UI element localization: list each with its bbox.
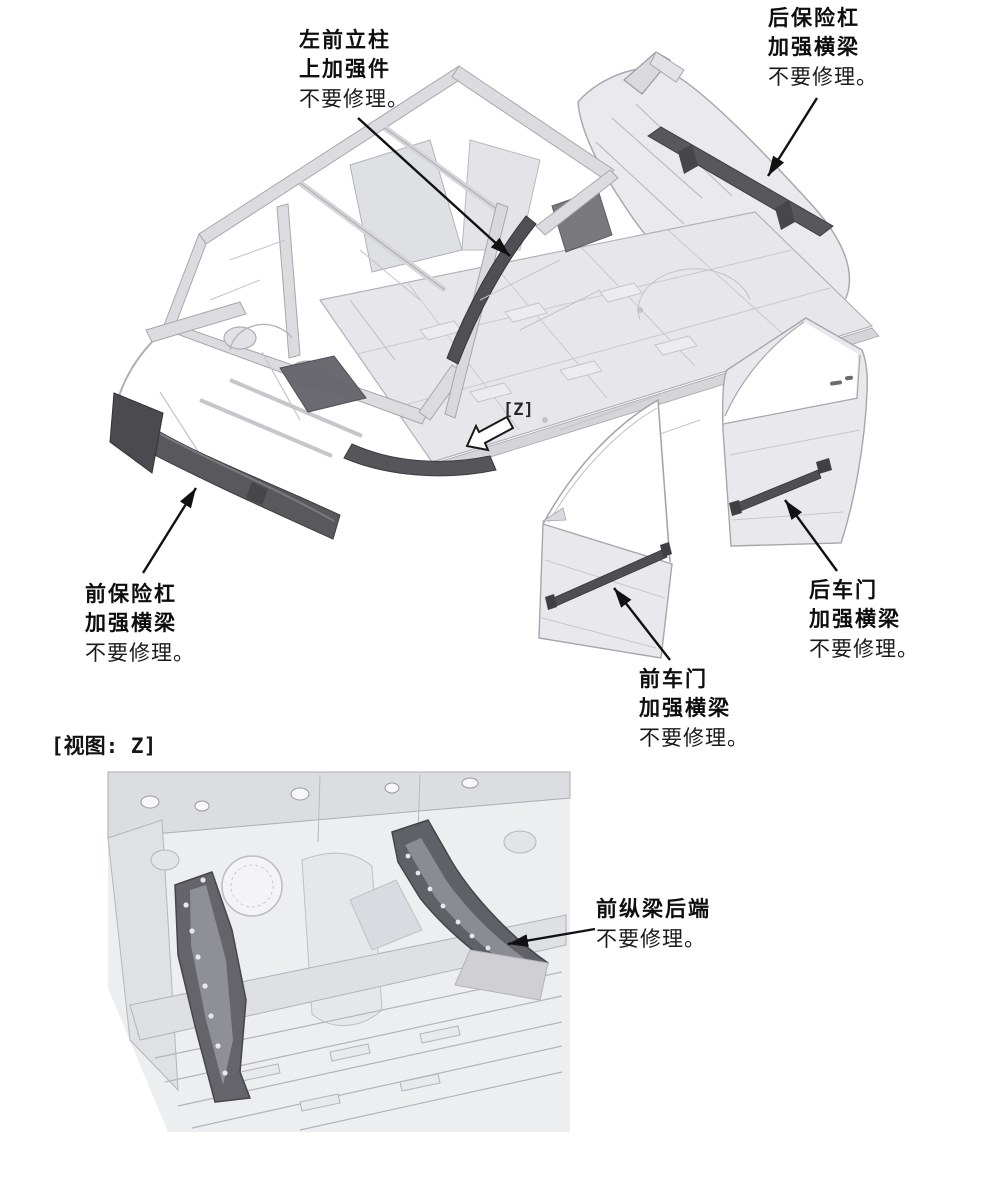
part-name-line: 左前立柱 bbox=[299, 29, 391, 52]
part-name-line: 后保险杠 bbox=[768, 7, 860, 30]
part-name-line: 后车门 bbox=[809, 579, 878, 602]
view-z-direction-arrow bbox=[465, 415, 515, 452]
callout-front-pillar-reinforcement: 左前立柱 上加强件 不要修理。 bbox=[299, 26, 409, 114]
part-name-line: 前纵梁后端 bbox=[596, 898, 711, 921]
arrow-front-pillar bbox=[357, 117, 511, 257]
front-door bbox=[538, 398, 673, 659]
z-marker-label: [Z] bbox=[503, 400, 534, 420]
front-side-member-left-highlight bbox=[174, 871, 252, 1103]
callout-front-side-member: 前纵梁后端 不要修理。 bbox=[596, 895, 711, 954]
view-z-illustration bbox=[107, 771, 571, 1132]
callout-front-door-beam: 前车门 加强横梁 不要修理。 bbox=[639, 665, 749, 753]
part-name-line: 加强横梁 bbox=[809, 608, 901, 631]
front-door-beam-highlight bbox=[545, 542, 672, 610]
part-name-line: 加强横梁 bbox=[639, 697, 731, 720]
do-not-repair-note: 不要修理。 bbox=[639, 726, 749, 750]
part-name-line: 加强横梁 bbox=[768, 36, 860, 59]
rear-bumper-beam-highlight bbox=[647, 126, 834, 237]
callout-rear-door-beam: 后车门 加强横梁 不要修理。 bbox=[809, 576, 919, 664]
callout-arrows bbox=[141, 97, 838, 948]
do-not-repair-note: 不要修理。 bbox=[768, 65, 878, 89]
do-not-repair-note: 不要修理。 bbox=[85, 641, 195, 665]
callout-front-bumper-beam: 前保险杠 加强横梁 不要修理。 bbox=[85, 580, 195, 668]
arrow-front-door bbox=[613, 587, 671, 661]
arrow-rear-door bbox=[784, 499, 838, 572]
front-bumper-beam-highlight bbox=[109, 392, 341, 540]
part-name-line: 加强横梁 bbox=[85, 612, 177, 635]
arrow-rear-bumper bbox=[766, 97, 819, 177]
arrow-front-side-member bbox=[507, 927, 596, 948]
view-z-caption: [视图: Z] bbox=[51, 734, 157, 758]
front-side-member-right-highlight bbox=[391, 819, 549, 1001]
rear-door-beam-highlight bbox=[729, 458, 832, 516]
do-not-repair-note: 不要修理。 bbox=[299, 87, 409, 111]
car-body-shell bbox=[109, 51, 880, 540]
arrow-front-bumper bbox=[141, 487, 198, 574]
part-name-line: 前保险杠 bbox=[85, 583, 177, 606]
front-side-member-rear-end-highlight bbox=[343, 443, 497, 477]
floor-brace-dark bbox=[279, 355, 367, 413]
callout-rear-bumper-beam: 后保险杠 加强横梁 不要修理。 bbox=[768, 4, 878, 92]
rear-door bbox=[721, 317, 868, 547]
part-name-line: 前车门 bbox=[639, 668, 708, 691]
do-not-repair-note: 不要修理。 bbox=[809, 637, 919, 661]
part-name-line: 上加强件 bbox=[299, 58, 391, 81]
do-not-repair-note: 不要修理。 bbox=[596, 927, 706, 951]
